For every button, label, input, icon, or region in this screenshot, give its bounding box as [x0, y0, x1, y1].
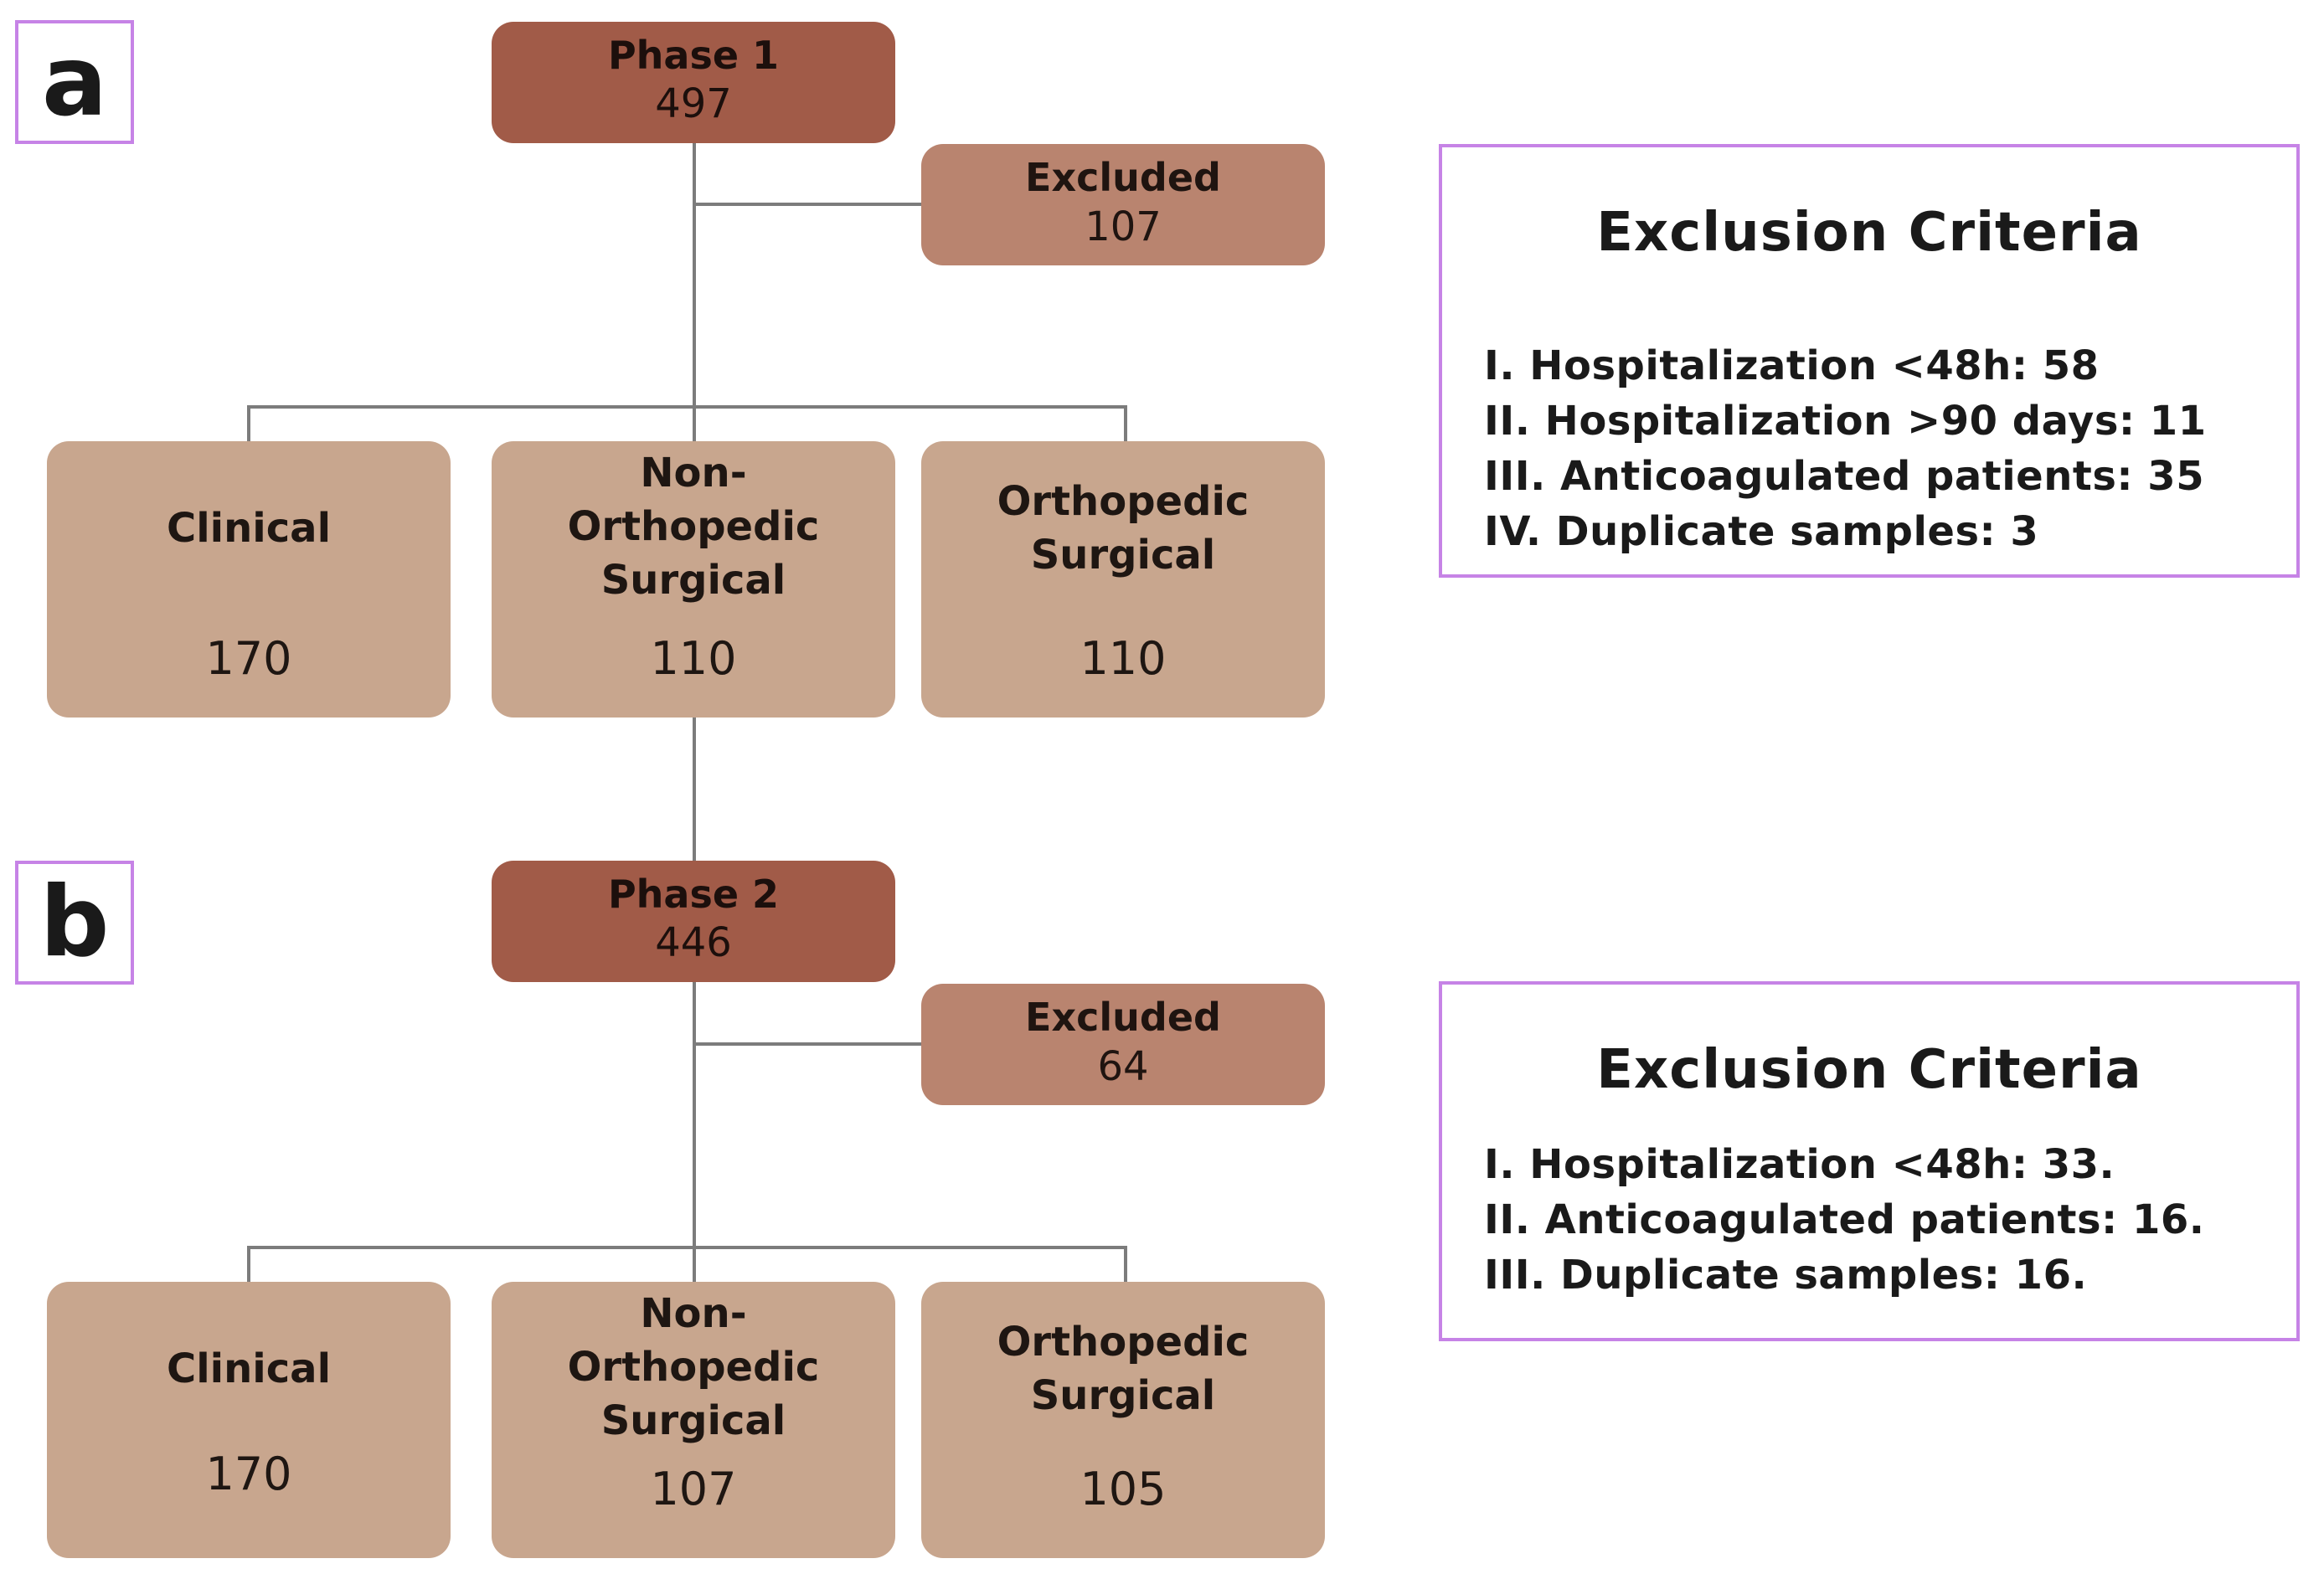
criteria-item: III. Anticoagulated patients: 35 [1484, 453, 2205, 500]
phase2-excluded-title: Excluded [1025, 995, 1221, 1040]
exclusion-criteria-list: I. Hospitalization <48h: 33. II. Anticoa… [1484, 1137, 2288, 1303]
group-count: 170 [205, 1448, 292, 1500]
connector-phase2-excluded [693, 1042, 923, 1046]
phase1-exclusion-criteria-box: Exclusion Criteria I. Hospitalization <4… [1439, 144, 2300, 578]
phase1-group-orthopedic-surgical: Orthopedic Surgical 110 [921, 441, 1325, 718]
connector-phase2-trunk [693, 980, 696, 1285]
group-title: Non- Orthopedic Surgical [567, 1290, 820, 1444]
connector-phase2-clinical [247, 1246, 250, 1283]
phase2-excluded-count: 64 [1097, 1043, 1149, 1090]
criteria-item: I. Hospitalization <48h: 58 [1484, 342, 2100, 389]
connector-phase1-excluded [693, 203, 923, 206]
group-title: Orthopedic Surgical [997, 478, 1250, 579]
group-count: 110 [1080, 632, 1167, 685]
criteria-item: I. Hospitalization <48h: 33. [1484, 1141, 2115, 1188]
phase2-count: 446 [655, 919, 732, 966]
phase2-group-non-orthopedic-surgical: Non- Orthopedic Surgical 107 [492, 1282, 895, 1558]
connector-phase-link [693, 716, 696, 862]
group-title: Non- Orthopedic Surgical [567, 450, 820, 604]
phase1-excluded-box: Excluded 107 [921, 144, 1325, 265]
connector-phase1-trunk [693, 142, 696, 444]
connector-phase2-ortho [1124, 1246, 1127, 1283]
group-count: 107 [650, 1463, 737, 1515]
phase1-excluded-title: Excluded [1025, 155, 1221, 200]
group-count: 170 [205, 632, 292, 685]
criteria-item: IV. Duplicate samples: 3 [1484, 508, 2039, 555]
group-title: Clinical [166, 505, 332, 552]
group-count: 110 [650, 632, 737, 685]
criteria-item: II. Hospitalization >90 days: 11 [1484, 398, 2207, 445]
phase1-count: 497 [655, 80, 732, 127]
group-title: Clinical [166, 1345, 332, 1392]
phase1-box: Phase 1 497 [492, 22, 895, 143]
phase2-group-orthopedic-surgical: Orthopedic Surgical 105 [921, 1282, 1325, 1558]
phase1-title: Phase 1 [607, 33, 780, 78]
phase2-exclusion-criteria-box: Exclusion Criteria I. Hospitalization <4… [1439, 981, 2300, 1341]
phase1-excluded-count: 107 [1085, 203, 1162, 250]
phase2-excluded-box: Excluded 64 [921, 984, 1325, 1105]
phase2-group-clinical: Clinical 170 [47, 1282, 451, 1558]
phase1-group-clinical: Clinical 170 [47, 441, 451, 718]
phase2-box: Phase 2 446 [492, 861, 895, 982]
exclusion-criteria-title: Exclusion Criteria [1596, 202, 2142, 264]
exclusion-criteria-title: Exclusion Criteria [1596, 1039, 2142, 1101]
phase1-group-non-orthopedic-surgical: Non- Orthopedic Surgical 110 [492, 441, 895, 718]
group-title: Orthopedic Surgical [997, 1319, 1250, 1419]
panel-label-b: b [15, 861, 134, 985]
panel-label-a: a [15, 20, 134, 144]
connector-phase1-ortho [1124, 405, 1127, 443]
connector-phase1-clinical [247, 405, 250, 443]
exclusion-criteria-list: I. Hospitalization <48h: 58 II. Hospital… [1484, 338, 2288, 559]
connector-phase1-branch [247, 405, 1127, 409]
connector-phase2-branch [247, 1246, 1127, 1249]
criteria-item: II. Anticoagulated patients: 16. [1484, 1196, 2205, 1243]
group-count: 105 [1080, 1463, 1167, 1515]
phase2-title: Phase 2 [607, 872, 780, 917]
criteria-item: III. Duplicate samples: 16. [1484, 1252, 2088, 1299]
